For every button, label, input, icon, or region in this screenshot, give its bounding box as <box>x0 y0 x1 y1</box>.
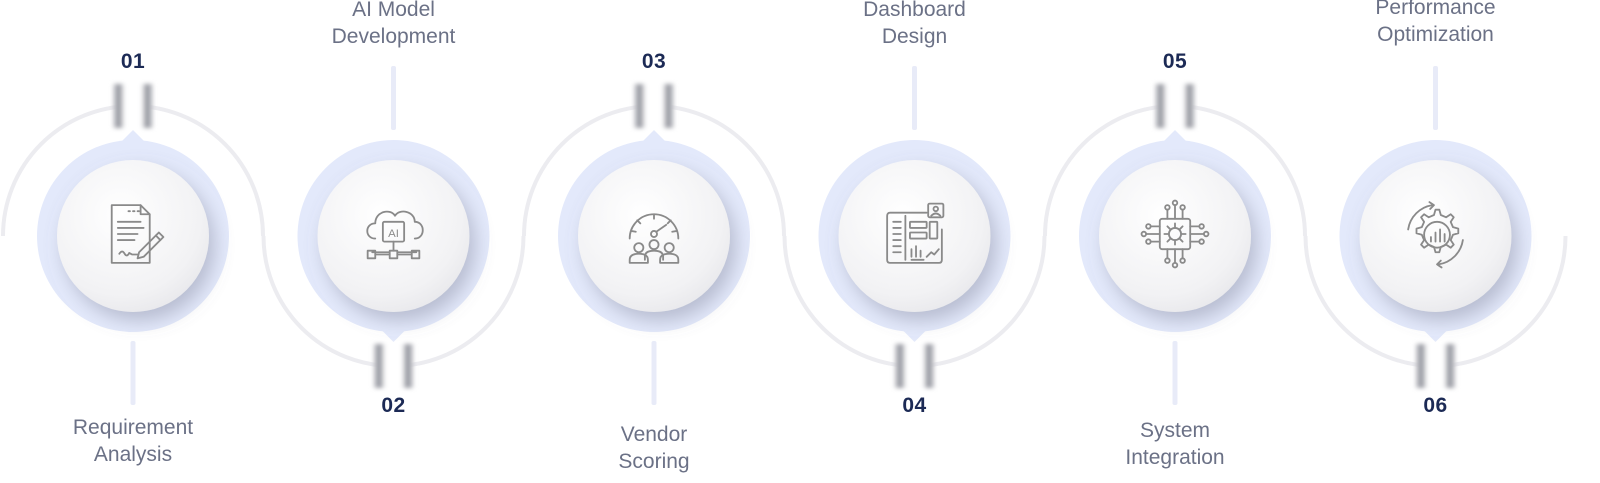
step-button <box>578 160 730 312</box>
halo-pointer <box>1423 330 1448 342</box>
label-connector <box>651 341 657 405</box>
halo-pointer <box>642 130 666 142</box>
arc-gap-tab <box>634 84 674 128</box>
step-title-line: Development <box>331 25 456 48</box>
step-number: 06 <box>1423 394 1448 417</box>
step-title-line: Scoring <box>618 450 690 473</box>
step-button <box>838 160 991 312</box>
arc-gap-tab <box>1415 344 1456 388</box>
step-title-line: Vendor <box>620 423 688 446</box>
arc-gap-tab <box>113 84 153 128</box>
step-buttons <box>57 160 1512 312</box>
connector-arcs <box>1 104 1568 368</box>
step-title-line: Integration <box>1125 446 1225 469</box>
halo-pointer <box>121 130 145 142</box>
step-title-line: Performance <box>1375 0 1496 19</box>
step-title-line: Analysis <box>93 443 173 466</box>
step-button <box>57 160 209 312</box>
step-number: 05 <box>1162 50 1188 73</box>
step-title-line: Requirement <box>72 416 194 439</box>
step-title-line: Optimization <box>1377 23 1494 46</box>
step-title-line: Dashboard <box>863 0 966 21</box>
arc-gap-tab <box>894 344 935 388</box>
step-number: 04 <box>902 394 927 417</box>
halo-pointer <box>381 330 406 342</box>
halo-pointer <box>902 330 927 342</box>
connector-tabs <box>113 84 1456 388</box>
label-connector <box>1433 66 1438 130</box>
step-title-line: Design <box>881 25 948 48</box>
label-connector <box>1172 341 1178 405</box>
label-connector <box>391 66 396 130</box>
arc-gap-tab <box>1155 84 1195 128</box>
label-connector-lines <box>130 66 1438 405</box>
label-connector <box>130 341 136 405</box>
step-button <box>1099 160 1251 312</box>
step-title-line: System <box>1139 419 1210 442</box>
label-connector <box>912 66 917 130</box>
step-number: 03 <box>641 50 667 73</box>
step-number: 01 <box>120 50 146 73</box>
step-title-line: AI Model <box>352 0 435 21</box>
halo-pointer <box>1163 130 1187 142</box>
arc-gap-tab <box>373 344 414 388</box>
step-number: 02 <box>381 394 406 417</box>
